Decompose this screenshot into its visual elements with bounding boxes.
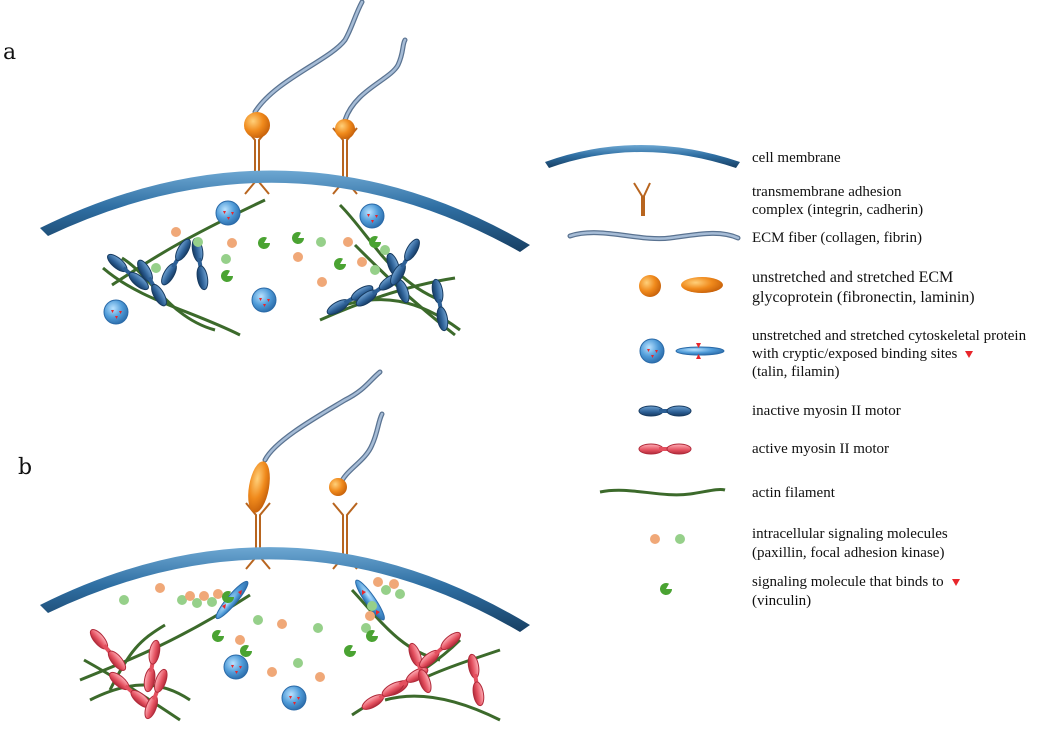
signaling-molecules (151, 227, 390, 287)
legend-inactive-motor: inactive myosin II motor (752, 403, 901, 419)
legend-active-motor: active myosin II motor (752, 441, 890, 457)
legend-membrane-swatch (545, 145, 740, 168)
ecm-fiber (338, 412, 384, 487)
cell-membrane (40, 170, 530, 252)
ecm-fiber (263, 370, 382, 462)
legend-vinculin-line1-text: signaling molecule that binds to (752, 574, 944, 590)
ecm-fiber (252, 0, 365, 115)
legend-cell-membrane: cell membrane (752, 150, 841, 166)
panel-b (40, 369, 530, 722)
cytoskeletal-protein-unstretched (251, 287, 277, 313)
legend-adhesion-line1: transmembrane adhesion (752, 184, 902, 200)
legend-adhesion-line2: complex (integrin, cadherin) (752, 202, 924, 218)
cytoskeletal-protein-unstretched (281, 685, 307, 711)
ecm-fiber (253, 0, 364, 114)
glycoprotein-unstretched (244, 112, 270, 138)
legend-vinculin (660, 582, 672, 595)
ecm-fiber (343, 38, 407, 122)
legend-cytoskeletal-unstretched (639, 338, 665, 364)
ecm-fiber (262, 369, 383, 463)
legend-glycoprotein-unstretched (639, 275, 661, 297)
legend-actin: actin filament (752, 485, 835, 501)
binding-site-icon (965, 351, 974, 359)
legend-glyco-line1: unstretched and stretched ECM (752, 269, 954, 286)
legend-adhesion-swatch (633, 182, 651, 216)
glycoprotein-unstretched (335, 119, 355, 139)
panel-label-b: b (18, 455, 33, 480)
cytoskeletal-protein-unstretched (215, 200, 241, 226)
legend-cytoskeletal-stretched (675, 343, 725, 359)
glycoprotein-stretched (248, 461, 270, 513)
legend-glycoprotein-stretched (681, 277, 723, 293)
ecm-fiber (342, 37, 408, 123)
legend-signal-orange (650, 534, 660, 544)
legend-cyto-line3: (talin, filamin) (752, 364, 840, 380)
legend-signal-green (675, 534, 685, 544)
legend-glyco-line2: glycoprotein (fibronectin, laminin) (752, 289, 975, 306)
legend-cyto-line2-text: with cryptic/exposed binding sites (752, 346, 958, 362)
cytoskeletal-protein-unstretched (359, 203, 385, 229)
cytoskeletal-protein-unstretched (103, 299, 129, 325)
legend-graphics (545, 145, 741, 595)
panel-a (40, 0, 530, 337)
legend-active-motor (638, 443, 692, 455)
cytoskeletal-protein-stretched (355, 579, 385, 621)
panel-label-a: a (3, 40, 17, 65)
cell-membrane (40, 547, 530, 632)
legend-signal-line2: (paxillin, focal adhesion kinase) (752, 545, 945, 561)
legend-actin (599, 488, 726, 497)
legend-ecm-fiber: ECM fiber (collagen, fibrin) (752, 230, 922, 246)
legend-cyto-line2: with cryptic/exposed binding sites (752, 344, 974, 364)
legend-signal-line1: intracellular signaling molecules (752, 526, 948, 542)
legend-vinculin-line1: signaling molecule that binds to (752, 572, 960, 592)
inactive-myosin-motors (104, 236, 450, 332)
binding-site-icon (951, 579, 960, 587)
legend-vinculin-line2: (vinculin) (752, 593, 812, 609)
legend-inactive-motor (638, 405, 692, 417)
cytoskeletal-protein-unstretched (223, 654, 249, 680)
legend-cyto-line1: unstretched and stretched cytoskeletal p… (752, 328, 1027, 344)
signaling-molecules (119, 577, 405, 682)
glycoprotein-unstretched (329, 478, 347, 496)
